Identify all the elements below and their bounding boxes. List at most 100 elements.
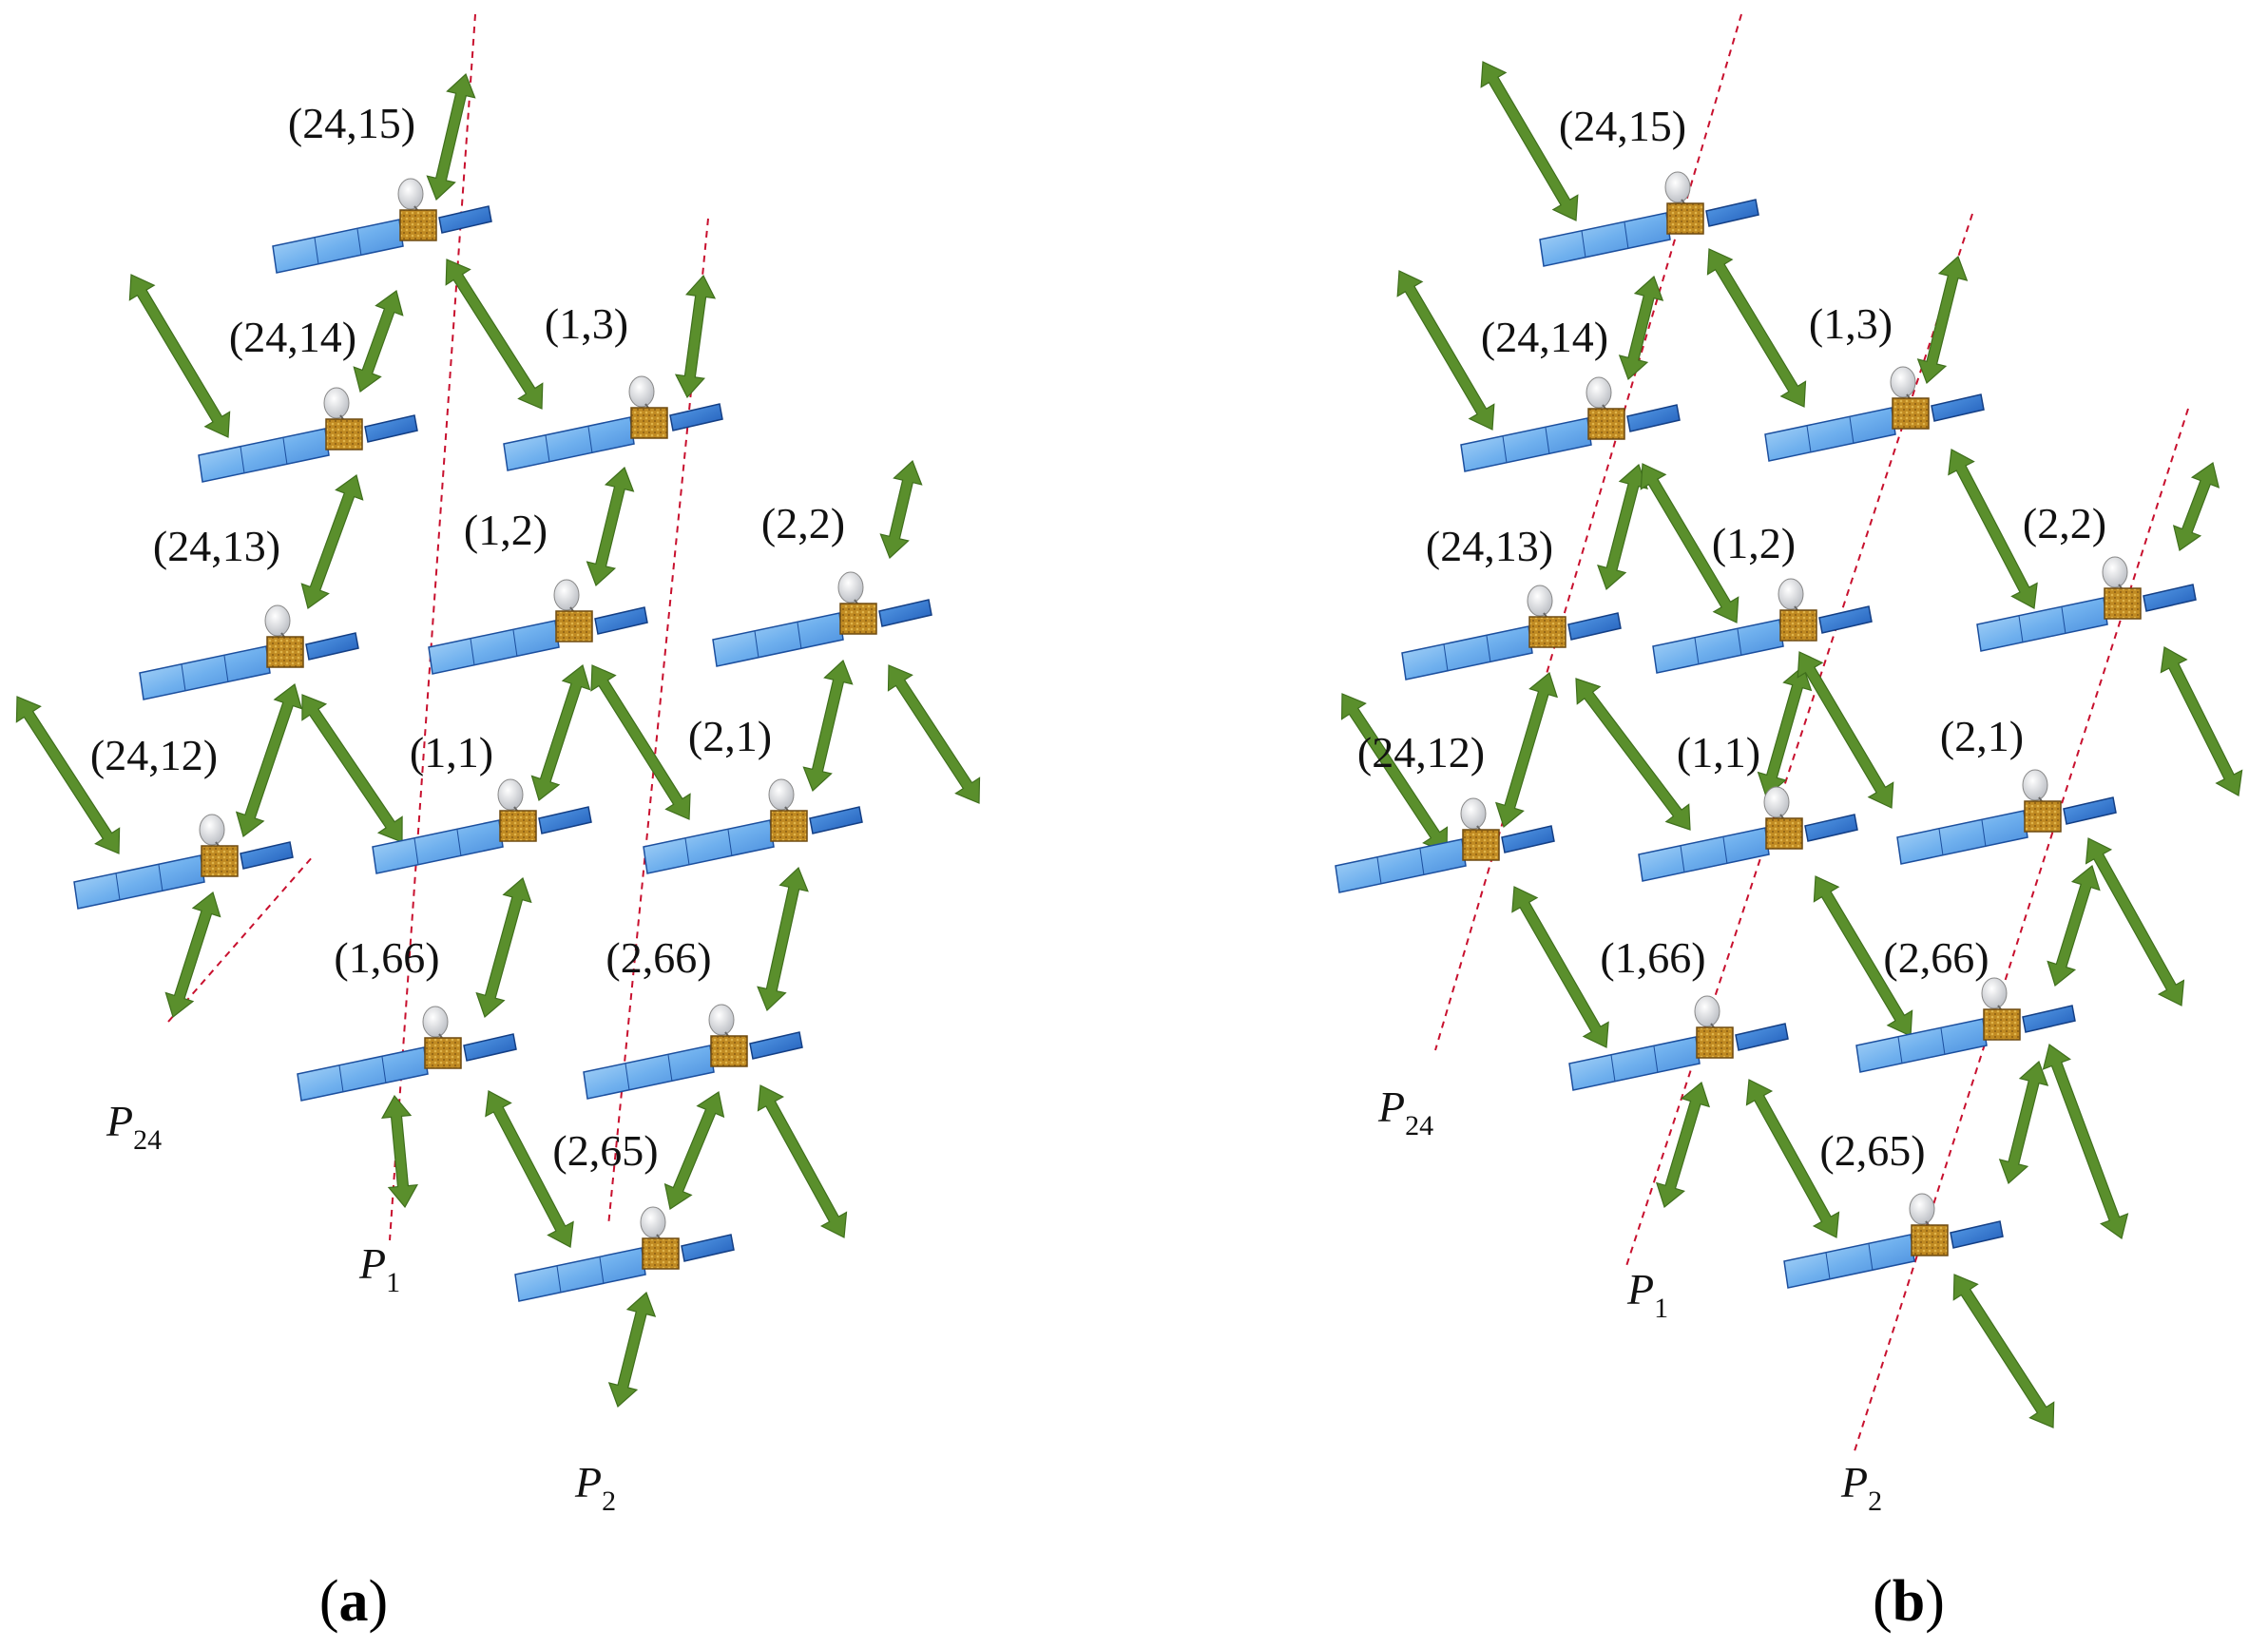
- orbital-plane-label: P1: [358, 1239, 400, 1298]
- satellite-id-label: (24,14): [1481, 313, 1608, 361]
- double-headed-arrow-icon: [1948, 449, 2038, 609]
- satellite-id-label: (24,12): [1357, 728, 1485, 777]
- orbital-plane-label: P2: [574, 1458, 616, 1517]
- double-headed-arrow-icon: [757, 1084, 848, 1238]
- double-headed-arrow-icon: [1511, 886, 1609, 1048]
- orbital-plane-label: P24: [106, 1097, 162, 1156]
- satellite-id-label: (1,1): [1677, 728, 1760, 777]
- double-headed-arrow-icon: [1618, 275, 1664, 381]
- double-headed-arrow-icon: [301, 694, 403, 843]
- double-headed-arrow-icon: [475, 876, 532, 1019]
- satellite-icon: [503, 375, 723, 471]
- orbital-plane-label: P1: [1626, 1265, 1668, 1324]
- satellite-icon: [139, 604, 359, 700]
- satellite-icon: [73, 814, 294, 910]
- satellite-icon: [643, 778, 863, 874]
- satellite-icon: [1638, 786, 1858, 882]
- double-headed-arrow-icon: [2085, 837, 2185, 1007]
- double-headed-arrow-icon: [757, 866, 809, 1012]
- satellite-icon: [372, 778, 592, 874]
- double-headed-arrow-icon: [1998, 1060, 2049, 1185]
- double-headed-arrow-icon: [1706, 248, 1807, 408]
- double-headed-arrow-icon: [1745, 1079, 1840, 1238]
- satellite-id-label: (1,66): [1600, 933, 1705, 982]
- satellite-id-label: (2,2): [2023, 499, 2106, 547]
- satellite-id-label: (1,1): [410, 728, 493, 777]
- double-headed-arrow-icon: [1575, 678, 1691, 831]
- satellite-icon: [514, 1206, 735, 1302]
- satellite-icon: [428, 579, 648, 675]
- satellite-id-label: (2,65): [1819, 1126, 1925, 1175]
- orbital-plane-line: [607, 218, 709, 1227]
- satellite-id-label: (2,1): [1940, 712, 2024, 760]
- double-headed-arrow-icon: [879, 459, 923, 560]
- orbital-plane-line: [1853, 408, 2189, 1455]
- satellite-id-label: (24,15): [1559, 102, 1686, 150]
- satellite-id-label: (1,66): [334, 933, 439, 982]
- satellite-id-label: (24,13): [153, 522, 280, 570]
- double-headed-arrow-icon: [485, 1090, 574, 1248]
- double-headed-arrow-icon: [530, 663, 591, 802]
- double-headed-arrow-icon: [1757, 664, 1813, 798]
- satellite-icon: [1783, 1193, 2004, 1289]
- satellite-id-label: (1,2): [1712, 519, 1796, 567]
- satellite-icon: [1335, 797, 1555, 893]
- caption-b: (b): [1873, 1569, 1945, 1634]
- satellite-id-label: (1,3): [545, 299, 628, 348]
- double-headed-arrow-icon: [1952, 1274, 2055, 1428]
- double-headed-arrow-icon: [1655, 1081, 1711, 1209]
- double-headed-arrow-icon: [887, 664, 981, 804]
- double-headed-arrow-icon: [607, 1291, 657, 1409]
- satellite-id-label: (24,12): [90, 731, 218, 779]
- satellite-id-label: (24,14): [229, 313, 356, 361]
- double-headed-arrow-icon: [674, 274, 717, 399]
- double-headed-arrow-icon: [1494, 671, 1559, 829]
- satellite-id-label: (2,66): [1883, 933, 1989, 982]
- double-headed-arrow-icon: [15, 696, 121, 854]
- satellite-id-label: (24,15): [288, 99, 415, 147]
- satellite-id-label: (2,66): [605, 933, 711, 982]
- satellite-id-label: (2,2): [761, 499, 845, 547]
- satellite-icon: [1976, 556, 2197, 652]
- double-headed-arrow-icon: [2047, 864, 2101, 987]
- satellite-icon: [1568, 995, 1789, 1091]
- satellite-id-label: (24,13): [1426, 522, 1553, 570]
- caption-a: (a): [319, 1569, 388, 1634]
- orbital-plane-label: P24: [1377, 1083, 1433, 1141]
- satellite-icon: [1896, 769, 2117, 865]
- double-headed-arrow-icon: [586, 466, 635, 587]
- satellite-id-label: (2,1): [688, 712, 772, 760]
- double-headed-arrow-icon: [164, 891, 221, 1019]
- double-headed-arrow-icon: [2172, 462, 2220, 551]
- double-headed-arrow-icon: [1597, 463, 1648, 591]
- double-headed-arrow-icon: [2160, 646, 2243, 796]
- satellite-icon: [1460, 376, 1681, 472]
- panel-b: (24,15) (24,14) (24,13) (24,12) (1,3) (1,2) (1…: [1335, 13, 2243, 1517]
- double-headed-arrow-icon: [381, 1094, 418, 1209]
- satellite-icon: [1401, 585, 1622, 681]
- satellite-icon: [583, 1004, 803, 1100]
- double-headed-arrow-icon: [1797, 651, 1894, 809]
- satellite-icon: [1764, 366, 1985, 462]
- satellite-icon: [198, 387, 418, 483]
- panel-a: (24,15) (24,14) (24,13) (24,12) (1,3) (1,2) (1…: [15, 13, 981, 1517]
- orbital-plane-label: P2: [1840, 1458, 1882, 1517]
- double-headed-arrow-icon: [663, 1091, 725, 1210]
- double-headed-arrow-icon: [426, 72, 476, 201]
- double-headed-arrow-icon: [128, 274, 231, 438]
- double-headed-arrow-icon: [1480, 61, 1579, 221]
- double-headed-arrow-icon: [1640, 463, 1739, 623]
- satellite-id-label: (2,65): [552, 1126, 658, 1175]
- satellite-icon: [272, 178, 492, 274]
- satellite-icon: [1855, 977, 2076, 1073]
- double-headed-arrow-icon: [2042, 1044, 2129, 1239]
- satellite-id-label: (1,2): [464, 506, 548, 554]
- double-headed-arrow-icon: [445, 259, 544, 410]
- double-headed-arrow-icon: [590, 664, 691, 820]
- satellite-id-label: (1,3): [1809, 299, 1893, 348]
- double-headed-arrow-icon: [1916, 255, 1969, 385]
- double-headed-arrow-icon: [353, 289, 404, 393]
- double-headed-arrow-icon: [1396, 270, 1495, 431]
- double-headed-arrow-icon: [235, 682, 303, 838]
